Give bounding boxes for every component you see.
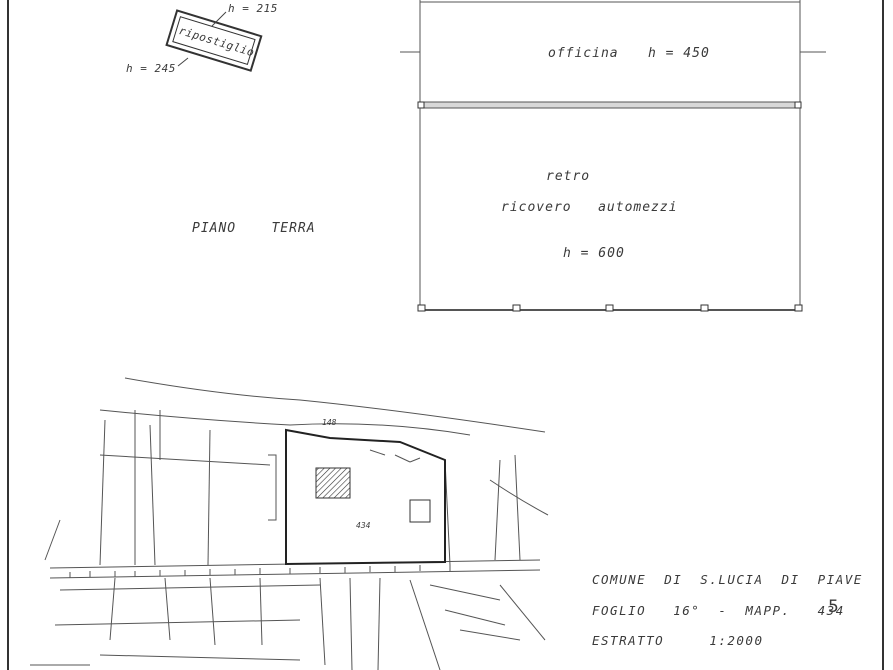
- map-parcel-number: 434: [356, 521, 371, 530]
- stamp-estratto: ESTRATTO 1:2000: [592, 633, 764, 648]
- ripostiglio-leader-left: [177, 57, 189, 67]
- retro-label: retro: [546, 169, 591, 184]
- stamp-foglio: FOGLIO 16° - MAPP. 434: [592, 603, 845, 618]
- officina-room: [400, 0, 826, 104]
- ricovero-automezzi-room: [417, 108, 803, 312]
- ripostiglio-height-left: h = 245: [126, 62, 176, 75]
- retro-height: h = 600: [563, 246, 625, 261]
- officina-label: officina: [548, 46, 619, 61]
- ricovero-automezzi-label: ricovero automezzi: [501, 200, 678, 215]
- stamp-comune: COMUNE DI S.LUCIA DI PIAVE: [592, 572, 863, 587]
- map-building-hatched: [315, 467, 351, 499]
- map-road-number: 148: [322, 418, 337, 427]
- dividing-wall: [417, 101, 802, 109]
- ripostiglio-leader-top: [211, 11, 227, 27]
- officina-height: h = 450: [648, 46, 710, 61]
- floor-label: PIANO TERRA: [192, 221, 316, 236]
- map-road-lower: [99, 409, 471, 436]
- ripostiglio-height-top: h = 215: [228, 2, 278, 15]
- map-road-upper: [124, 377, 546, 433]
- map-parcel-434: [285, 428, 446, 566]
- handwritten-mark: 5: [828, 597, 840, 617]
- cadastral-map: [30, 377, 549, 670]
- ripostiglio-room: [165, 9, 263, 72]
